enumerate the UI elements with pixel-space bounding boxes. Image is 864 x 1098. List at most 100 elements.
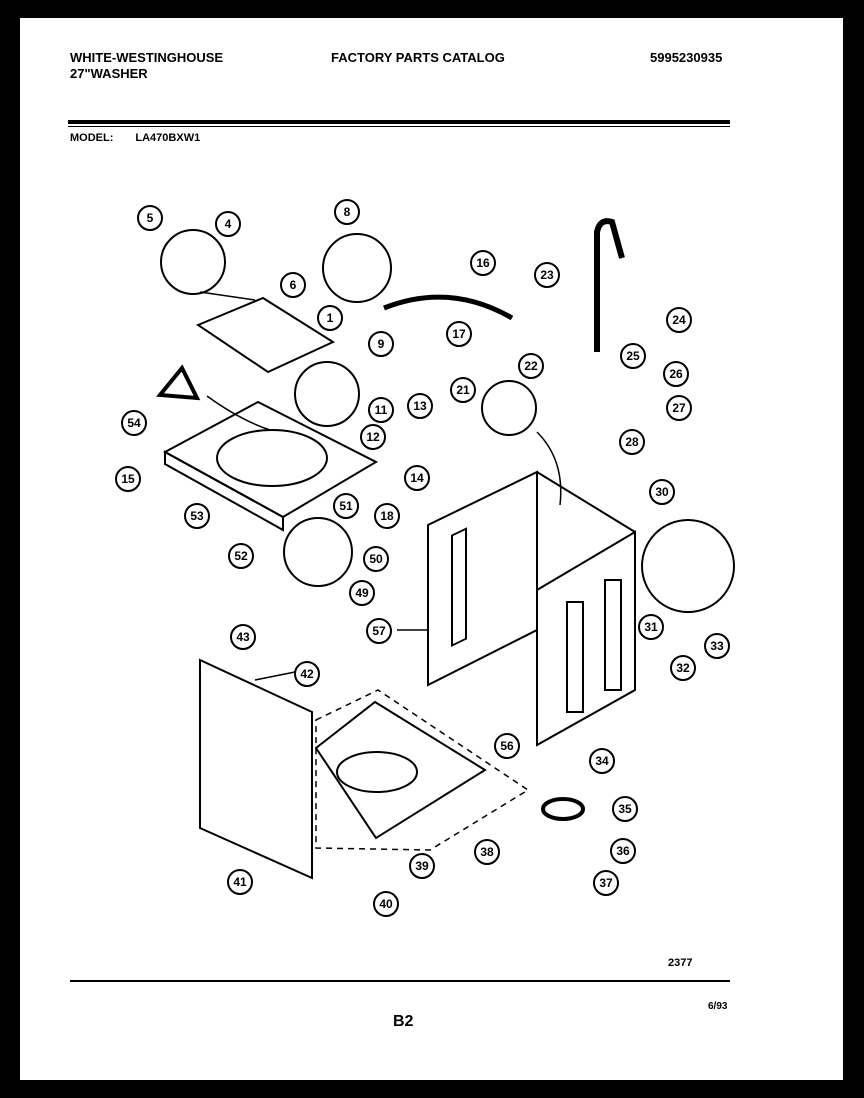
callout: 56: [494, 733, 520, 759]
callout: 26: [663, 361, 689, 387]
brand-name: WHITE-WESTINGHOUSE: [70, 50, 224, 65]
callout: 33: [704, 633, 730, 659]
callout: 57: [366, 618, 392, 644]
cabinet-back-panel: [536, 530, 636, 747]
brand-block: WHITE-WESTINGHOUSE 27"WASHER: [70, 50, 223, 82]
callout: 30: [649, 479, 675, 505]
svg-text:26: 26: [669, 367, 683, 381]
callout: 49: [349, 580, 375, 606]
header-rule-thin: [68, 126, 730, 127]
leader-line: [206, 395, 271, 431]
callout: 43: [230, 624, 256, 650]
callout: 9: [368, 331, 394, 357]
cabinet-side-panel: [427, 470, 538, 687]
svg-text:8: 8: [344, 205, 351, 219]
callout: 6: [280, 272, 306, 298]
svg-text:17: 17: [452, 327, 466, 341]
callout: 16: [470, 250, 496, 276]
svg-text:34: 34: [595, 754, 609, 768]
svg-text:25: 25: [626, 349, 640, 363]
panel-recess-4: [604, 579, 622, 691]
svg-text:42: 42: [300, 667, 314, 681]
callout: 52: [228, 543, 254, 569]
svg-text:24: 24: [672, 313, 686, 327]
document-number: 5995230935: [650, 50, 723, 65]
svg-text:21: 21: [456, 383, 470, 397]
callout: 35: [612, 796, 638, 822]
callout: 28: [619, 429, 645, 455]
callout: 37: [593, 870, 619, 896]
cabinet-top-edge: [536, 471, 636, 533]
leader-line: [536, 431, 562, 506]
callout: 24: [666, 307, 692, 333]
callout: 27: [666, 395, 692, 421]
callout: 34: [589, 748, 615, 774]
callout: 21: [450, 377, 476, 403]
svg-text:37: 37: [599, 876, 613, 890]
callout: 31: [638, 614, 664, 640]
callout: 32: [670, 655, 696, 681]
detail-circle-motor-part: [641, 519, 735, 613]
drive-ring: [541, 797, 585, 821]
top-cabinet-front-edge: [164, 450, 284, 532]
revision-date: 6/93: [708, 1001, 728, 1012]
callout: 8: [334, 199, 360, 225]
svg-text:18: 18: [380, 509, 394, 523]
svg-text:27: 27: [672, 401, 686, 415]
base-outline-dashed: [315, 689, 530, 851]
svg-text:32: 32: [676, 661, 690, 675]
leader-line: [254, 671, 296, 681]
lid-seal-ring: [156, 364, 201, 401]
callout: 12: [360, 424, 386, 450]
svg-text:53: 53: [190, 509, 204, 523]
leader-line: [199, 291, 256, 301]
catalog-page: [20, 18, 843, 1080]
svg-text:11: 11: [375, 403, 388, 417]
svg-text:41: 41: [233, 875, 247, 889]
callout: 38: [474, 839, 500, 865]
detail-circle-bracket: [283, 517, 353, 587]
callout: 17: [446, 321, 472, 347]
callout: 53: [184, 503, 210, 529]
svg-text:6: 6: [290, 278, 297, 292]
base-frame: [314, 700, 487, 840]
svg-text:28: 28: [625, 435, 639, 449]
callout: 50: [363, 546, 389, 572]
callout: 15: [115, 466, 141, 492]
svg-text:38: 38: [480, 845, 494, 859]
detail-circle-clip: [481, 380, 537, 436]
svg-text:15: 15: [121, 472, 135, 486]
detail-circle-lid-switch: [322, 233, 392, 303]
callout: 23: [534, 262, 560, 288]
callout: 4: [215, 211, 241, 237]
product-name: 27"WASHER: [70, 66, 148, 81]
svg-text:31: 31: [644, 620, 658, 634]
page-number: B2: [393, 1013, 414, 1030]
svg-text:14: 14: [410, 471, 424, 485]
panel-recess-1: [451, 527, 467, 648]
svg-text:35: 35: [618, 802, 632, 816]
callout: 40: [373, 891, 399, 917]
footer-rule: [70, 980, 730, 982]
svg-text:54: 54: [127, 416, 141, 430]
svg-text:39: 39: [415, 859, 429, 873]
tub-opening: [216, 429, 328, 487]
svg-text:51: 51: [339, 499, 353, 513]
svg-text:40: 40: [379, 897, 393, 911]
svg-text:16: 16: [476, 256, 490, 270]
figure-number: 2377: [668, 957, 693, 969]
svg-text:5: 5: [147, 211, 154, 225]
callout: 39: [409, 853, 435, 879]
svg-text:50: 50: [369, 552, 383, 566]
svg-text:52: 52: [234, 549, 248, 563]
callout: 5: [137, 205, 163, 231]
detail-circle-hinge: [160, 229, 226, 295]
callout: 18: [374, 503, 400, 529]
catalog-title: FACTORY PARTS CATALOG: [331, 50, 505, 65]
model-line: MODEL:LA470BXW1: [70, 132, 222, 144]
callout: 54: [121, 410, 147, 436]
callout: 41: [227, 869, 253, 895]
svg-text:30: 30: [655, 485, 669, 499]
svg-text:13: 13: [413, 399, 427, 413]
callout: 36: [610, 838, 636, 864]
